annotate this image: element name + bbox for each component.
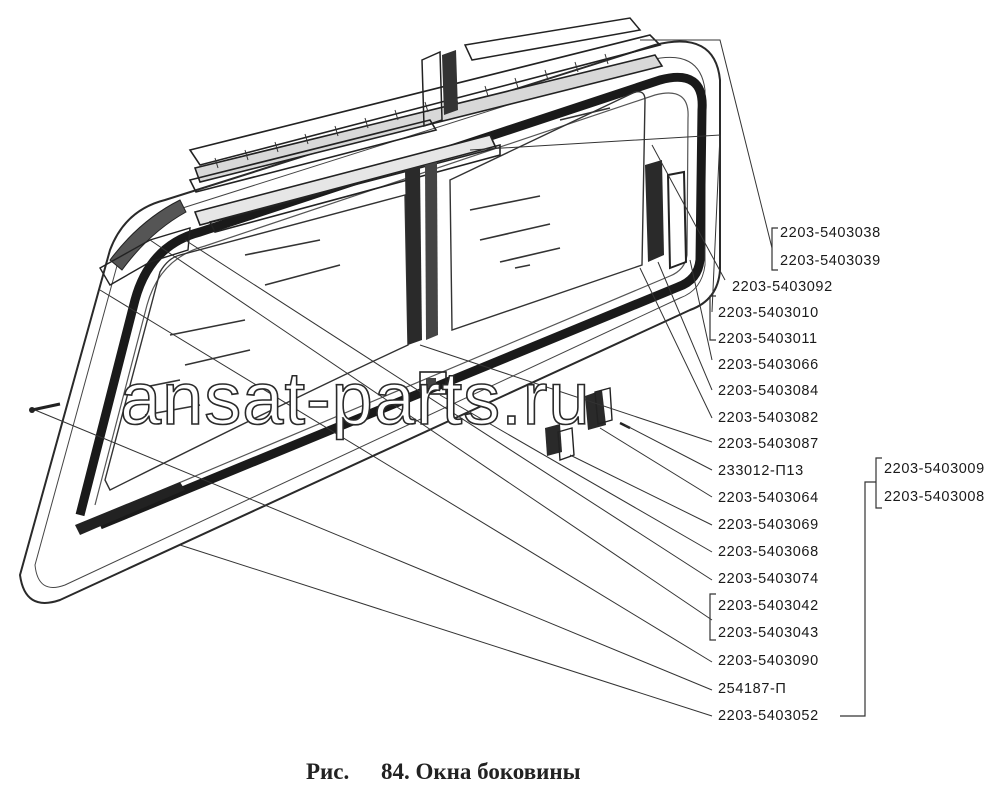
outer-body-frame — [18, 40, 721, 604]
watermark: ansat-parts.ru — [119, 357, 591, 440]
part-number-label: 2203-5403090 — [718, 653, 819, 669]
glass-pane-right — [449, 90, 646, 331]
upper-guide-rails — [188, 34, 664, 233]
part-number-label: 2203-5403038 — [780, 225, 881, 241]
part-number-label: 233012-П13 — [718, 463, 804, 479]
rubber-seal — [75, 72, 707, 530]
part-number-label: 2203-5403010 — [718, 305, 819, 321]
part-number-label: 2203-5403011 — [718, 331, 818, 347]
grouping-brackets — [709, 227, 882, 717]
part-number-label: 2203-5403009 — [884, 461, 985, 477]
part-number-label: 2203-5403066 — [718, 357, 819, 373]
rubber-seal-inner-line — [94, 92, 689, 513]
caption-prefix: Рис. — [306, 759, 350, 784]
caption-number: 84. — [381, 759, 410, 784]
part-number-label: 2203-5403042 — [718, 598, 819, 614]
part-number-label: 2203-5403052 — [718, 708, 819, 724]
vertical-posts — [405, 17, 642, 345]
rail-hatch — [214, 53, 609, 169]
part-number-label: 254187-П — [718, 681, 787, 697]
leader-lines — [34, 39, 773, 717]
part-number-label: 2203-5403043 — [718, 625, 819, 641]
latch-parts — [419, 371, 631, 461]
glass-pane-left — [104, 194, 409, 491]
part-number-label: 2203-5403008 — [884, 489, 985, 505]
pin-part — [29, 402, 61, 413]
part-number-label: 2203-5403068 — [718, 544, 819, 560]
part-number-label: 2203-5403074 — [718, 571, 819, 587]
part-number-label: 2203-5403039 — [780, 253, 881, 269]
part-number-label: 2203-5403064 — [718, 490, 819, 506]
left-corner-seal — [109, 199, 187, 271]
part-number-label: 2203-5403087 — [718, 436, 819, 452]
part-number-label: 2203-5403069 — [718, 517, 819, 533]
part-number-label: 2203-5403084 — [718, 383, 819, 399]
figure-caption: Рис. 84. Окна боковины — [306, 760, 581, 783]
right-side-seals — [645, 160, 688, 270]
glass-hatching — [129, 107, 611, 416]
part-number-label: 2203-5403082 — [718, 410, 819, 426]
part-number-label: 2203-5403092 — [732, 279, 833, 295]
bottom-weatherstrip — [75, 482, 185, 535]
caption-title: Окна боковины — [415, 759, 581, 784]
